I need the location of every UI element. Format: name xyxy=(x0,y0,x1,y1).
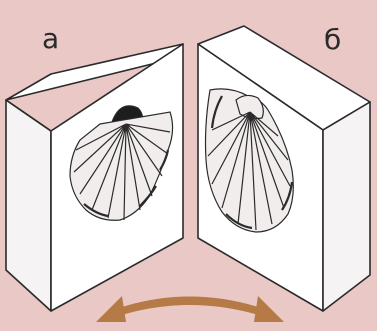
label-a: а xyxy=(42,25,59,53)
mold-b-side-face xyxy=(323,102,370,311)
swap-arrow-body xyxy=(110,297,270,319)
swap-arrow-right-head xyxy=(254,296,284,322)
mold-a-side-face xyxy=(6,100,51,311)
swap-arrow xyxy=(96,296,284,322)
swap-arrow-left-head xyxy=(96,296,126,322)
label-b: б xyxy=(324,26,341,54)
